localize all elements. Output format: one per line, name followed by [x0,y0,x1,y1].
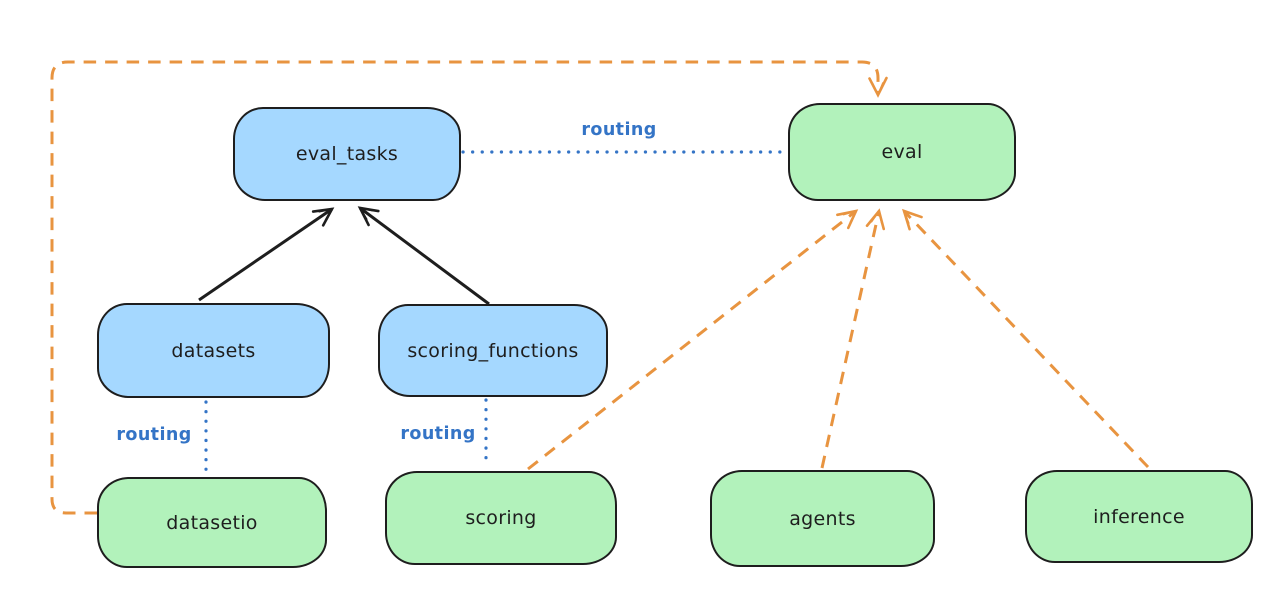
edge-scoring-to-eval [527,209,859,471]
edge-label-routing-eval-tasks-eval: routing [581,120,657,140]
edge-datasets-to-eval-tasks [198,207,335,302]
node-scoring-label: scoring [465,507,537,529]
edge-inference-to-eval [902,208,1150,469]
node-inference[interactable]: inference [1025,470,1253,563]
node-eval-label: eval [881,141,923,163]
edge-label-routing-datasets-datasetio: routing [116,425,192,445]
node-datasets-label: datasets [171,339,256,362]
edge-label-routing-scoring-functions-scoring: routing [400,424,476,444]
node-scoring-functions-label: scoring_functions [407,339,579,362]
node-inference-label: inference [1093,505,1185,528]
node-agents[interactable]: agents [710,470,935,567]
node-eval-tasks[interactable]: eval_tasks [233,107,461,201]
node-datasetio-label: datasetio [166,511,258,534]
node-datasetio[interactable]: datasetio [97,477,327,568]
edge-agents-to-eval [820,208,886,469]
node-scoring[interactable]: scoring [385,471,617,565]
node-eval[interactable]: eval [788,103,1016,201]
node-datasets[interactable]: datasets [97,303,330,398]
node-scoring-functions[interactable]: scoring_functions [378,304,608,397]
node-agents-label: agents [789,507,856,530]
edge-scoring-functions-to-eval-tasks [357,206,490,306]
node-eval-tasks-label: eval_tasks [295,143,399,165]
